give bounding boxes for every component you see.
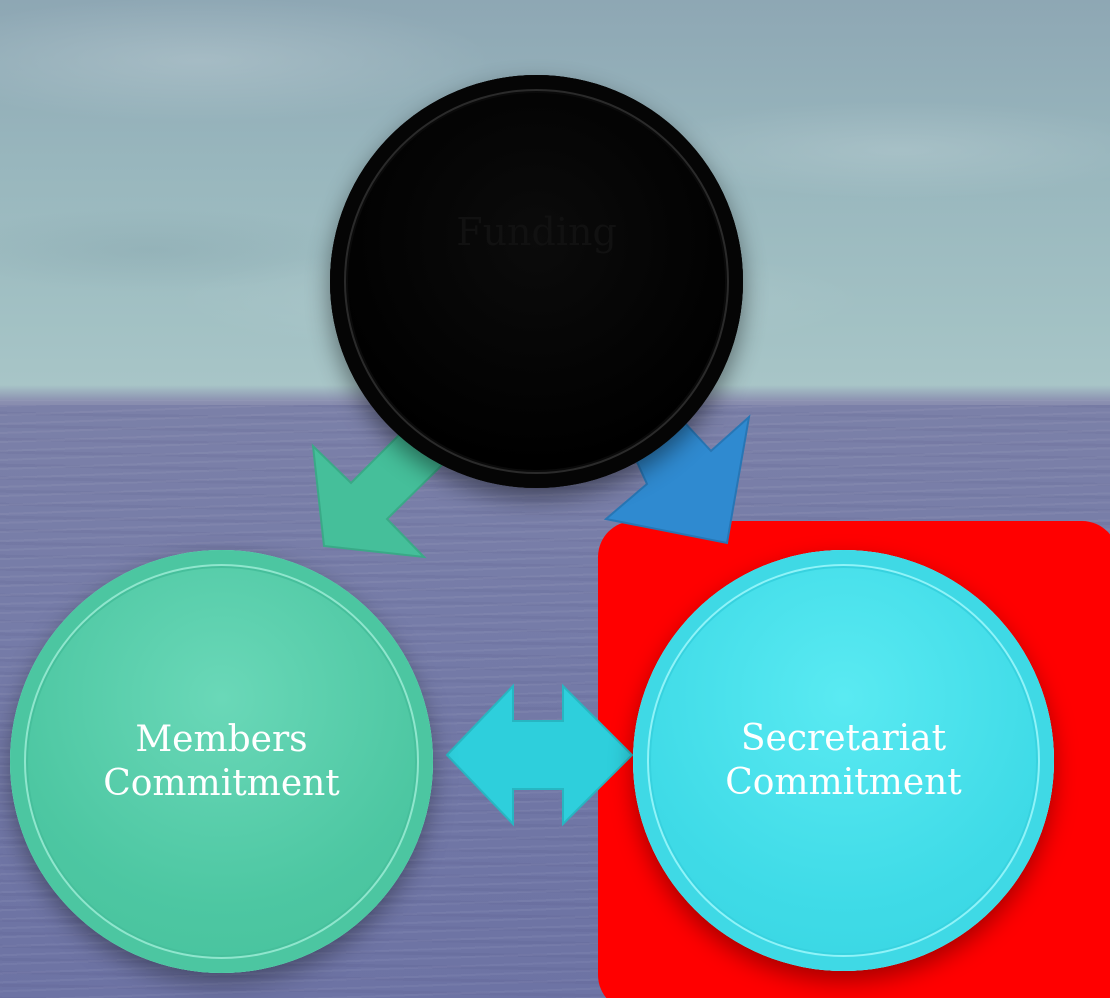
- arrow-funding-to-members: [311, 425, 446, 559]
- funding-label: Funding: [456, 209, 617, 254]
- members-commitment-node: Members Commitment: [10, 550, 433, 973]
- members-commitment-label: Members Commitment: [103, 718, 340, 804]
- secretariat-commitment-node: Secretariat Commitment: [633, 550, 1054, 971]
- arrow-members-secretariat: [445, 683, 634, 827]
- secretariat-commitment-label: Secretariat Commitment: [725, 717, 962, 803]
- funding-node: Funding: [330, 75, 743, 488]
